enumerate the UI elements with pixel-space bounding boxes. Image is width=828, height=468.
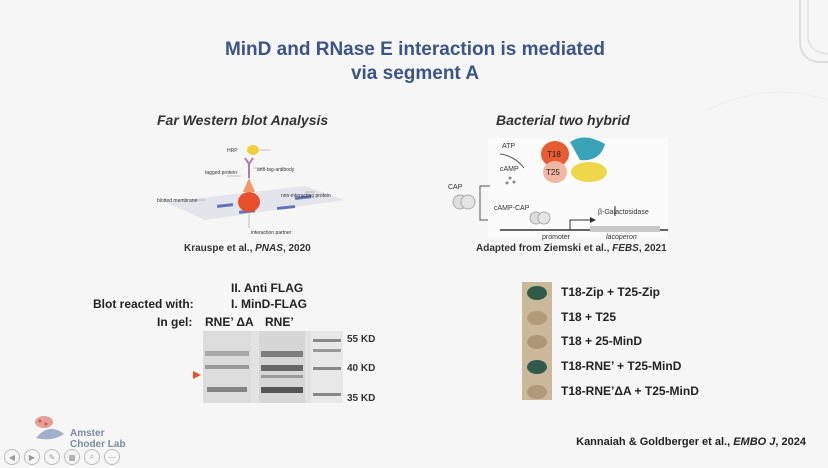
pen-icon[interactable]: ✎ [44,449,60,465]
lab-logo-icon [35,416,64,440]
background-decoration [708,0,828,111]
left-citation-authors: Krauspe et al., [184,243,256,254]
camp-cap-label: cAMP-CAP [494,205,530,212]
spot-colony [527,286,547,300]
non-interacting-label: non-interacting protein [281,193,331,199]
t25-label: T25 [546,168,560,177]
more-icon[interactable]: ⋯ [104,449,120,465]
spot-label: T18 + T25 [561,310,617,324]
spot-colony [527,360,547,374]
slide-title: MinD and RNase E interaction is mediated… [180,38,650,86]
spot-label: T18 + 25-MinD [561,334,643,348]
footer-year: , 2024 [775,436,806,448]
footer-authors: Kannaiah & Goldberger et al., [576,436,734,448]
two-hybrid-title: Bacterial two hybrid [496,112,630,128]
right-citation: Adapted from Ziemski et al., FEBS, 2021 [476,243,667,254]
two-hybrid-diagram: ATP cAMP T18 T25 CAP cAMP-CAP β-Galactos… [448,137,668,241]
spot-label: T18-Zip + T25-Zip [561,285,661,299]
previous-icon[interactable]: ◀ [4,449,20,465]
blot-line-1: II. Anti FLAG [231,281,304,295]
footer-journal: EMBO J [733,436,776,448]
lane-2-label: RNE’ [265,315,294,329]
logo-line-1: Amster [70,428,105,439]
arrow-marker-icon [193,371,201,379]
spot-label: T18-RNE’ + T25-MinD [561,359,682,373]
far-western-diagram: HRP anti-tag-antibody tagged protein non… [157,145,345,236]
hrp-label: HRP [227,148,238,154]
atp-label: ATP [502,143,515,150]
title-line-1: MinD and RNase E interaction is mediated [224,39,606,60]
lab-logo-text: Amster Choder Lab [70,428,126,450]
blot-prefix: Blot reacted with: [93,297,194,311]
zoom-icon[interactable]: ⌕ [84,449,100,465]
left-citation-year: , 2020 [282,243,311,254]
promoter-label: promoter [542,234,571,241]
camp-label: cAMP [500,166,519,173]
spot-colony [527,385,547,399]
spot-label: T18-RNE’ΔA + T25-MinD [561,384,699,398]
logo-line-2: Choder Lab [70,439,126,450]
right-citation-journal: FEBS [612,243,639,254]
tagged-protein-label: tagged protein [205,170,237,176]
anti-tag-label: anti-tag-antibody [257,167,295,173]
left-citation: Krauspe et al., PNAS, 2020 [184,243,311,254]
western-blot-gel [203,331,343,403]
title-line-2: via segment A [350,63,480,84]
t18-label: T18 [547,150,561,159]
play-icon[interactable]: ▶ [24,449,40,465]
lacoperon-label: lacoperon [606,234,637,241]
right-citation-authors: Adapted from Ziemski et al., [476,243,613,254]
footer-citation: Kannaiah & Goldberger et al., EMBO J, 20… [576,436,806,448]
right-citation-year: , 2021 [638,243,667,254]
partner-label: interaction partner [251,230,292,236]
left-citation-journal: PNAS [255,243,283,254]
lane-1-label: RNE’ ΔA [205,315,254,329]
blot-line-2: I. MinD-FLAG [231,297,307,311]
spot-colony [527,311,547,325]
presentation-toolbar: ◀ ▶ ✎ ▦ ⌕ ⋯ [4,449,120,465]
spot-colony [527,335,547,349]
membrane-label: blotted membrane [157,198,198,204]
far-western-title: Far Western blot Analysis [157,112,329,128]
marker-40kd: 40 KD [347,363,376,374]
slides-icon[interactable]: ▦ [64,449,80,465]
cap-label: CAP [448,184,463,191]
beta-gal-label: β-Galactosidase [598,209,649,216]
marker-35kd: 35 KD [347,393,376,404]
gel-prefix: In gel: [157,315,193,329]
marker-55kd: 55 KD [347,334,376,345]
